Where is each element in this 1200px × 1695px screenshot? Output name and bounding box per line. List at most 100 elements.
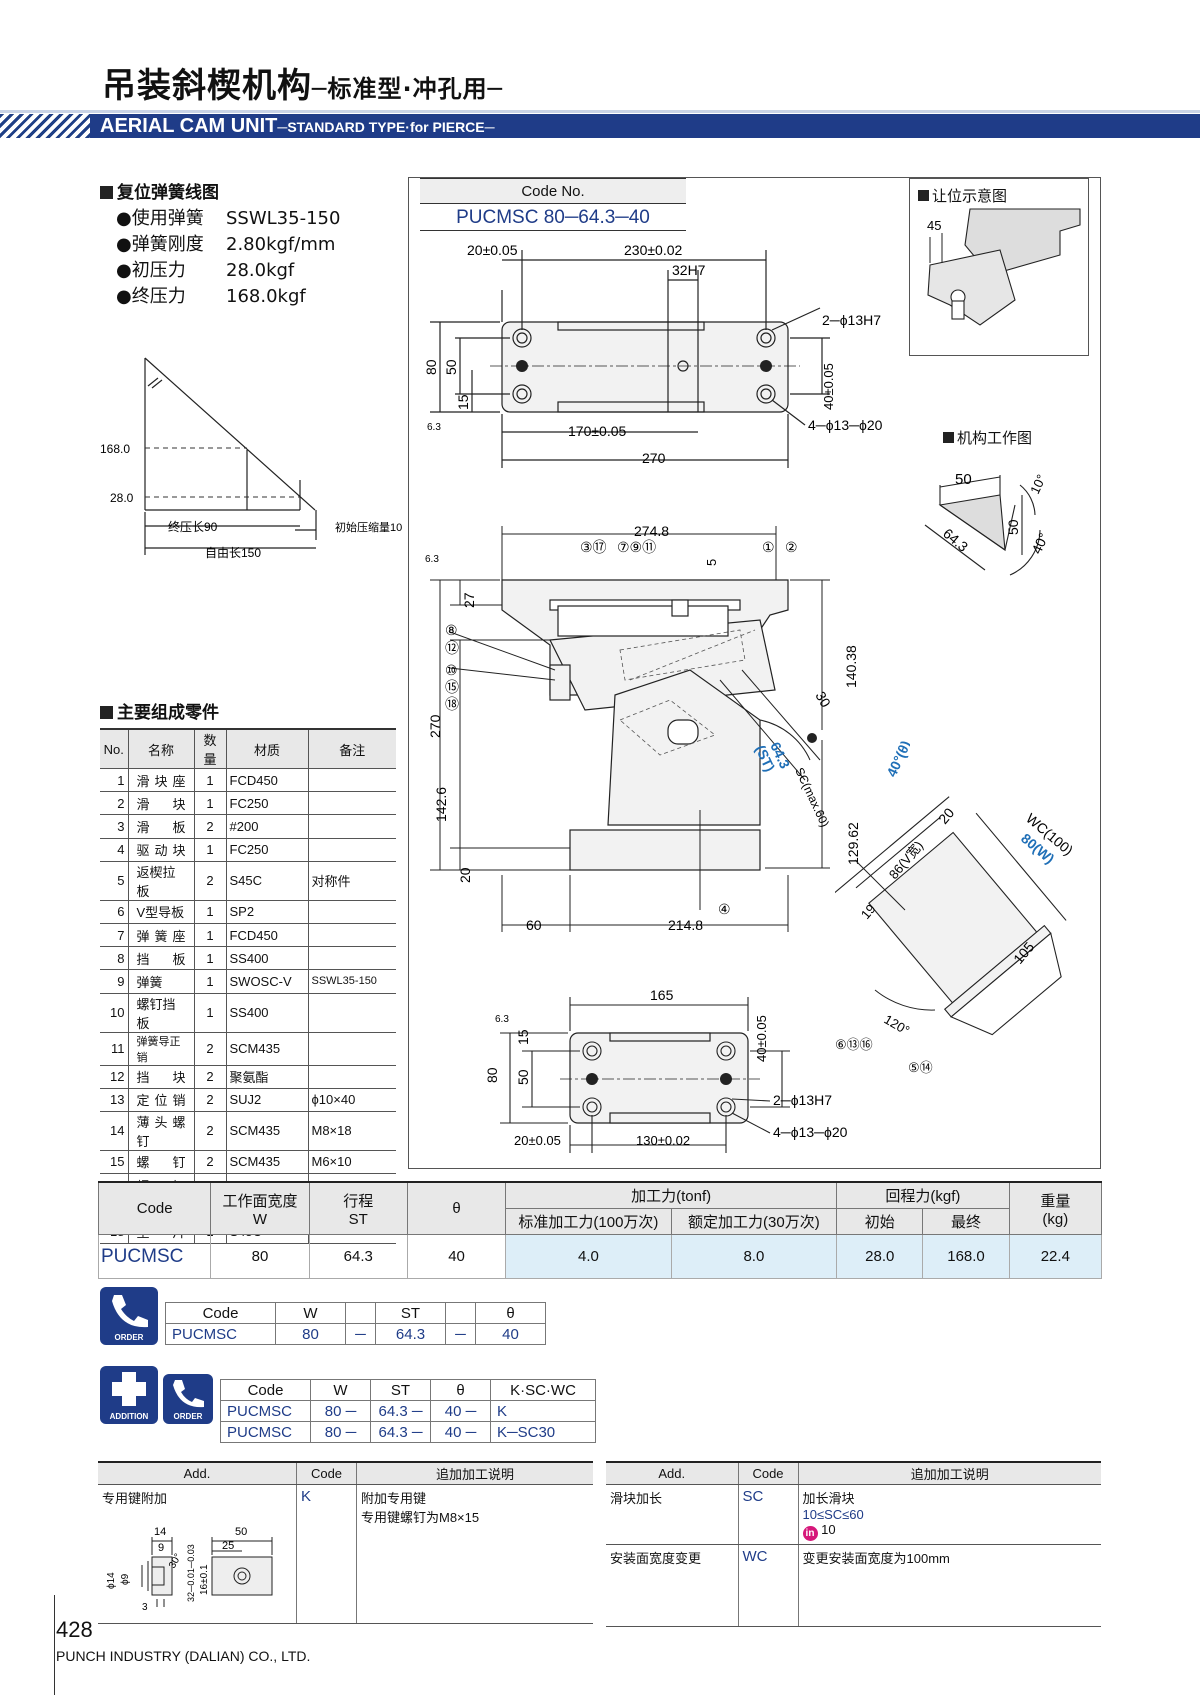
svg-text:270: 270 bbox=[427, 714, 443, 738]
svg-text:6.3: 6.3 bbox=[425, 554, 439, 565]
svg-text:10°: 10° bbox=[1027, 472, 1049, 496]
add-left-header: Add. Code 追加加工说明 bbox=[98, 1461, 593, 1485]
svg-text:9: 9 bbox=[158, 1542, 164, 1554]
add-right-row-sc: 滑块加长 SC 加长滑块 10≤SC≤60 in 10 bbox=[606, 1484, 1101, 1545]
svg-text:270: 270 bbox=[642, 450, 666, 466]
svg-text:165: 165 bbox=[650, 987, 674, 1003]
graph-y-168: 168.0 bbox=[100, 442, 130, 456]
svg-text:40±0.05: 40±0.05 bbox=[821, 363, 836, 410]
add-option-table-left: Add. Code 追加加工说明 专用键附加 bbox=[98, 1461, 593, 1624]
spec-subheader-row: 标准加工力(100万次) 额定加工力(30万次) 初始 最终 bbox=[99, 1208, 1102, 1235]
spec-data-row: PUCMSC 80 64.3 40 4.0 8.0 28.0 168.0 22.… bbox=[97, 1234, 1103, 1279]
svg-text:6.3: 6.3 bbox=[495, 1014, 509, 1025]
page-title: 吊装斜楔机构─标准型·冲孔用─ bbox=[102, 66, 504, 106]
order-data-row: PUCMSC 80 ─ 64.3 ─ 40 bbox=[165, 1323, 546, 1345]
addition-row: PUCMSC 80 ─ 64.3 ─ 40 ─ K─SC30 bbox=[220, 1421, 596, 1443]
addition-badge: ADDITION bbox=[100, 1366, 158, 1424]
svg-text:32─0.01─0.03: 32─0.01─0.03 bbox=[186, 1544, 196, 1602]
graph-x-final-length: 终压长90 bbox=[168, 519, 218, 534]
svg-text:6.3: 6.3 bbox=[427, 422, 441, 433]
page-subtitle: ─标准型·冲孔用─ bbox=[312, 75, 504, 103]
spec-code: PUCMSC bbox=[97, 1234, 212, 1279]
bottom-view-drawing: 165 80 50 15 40±0.05 2─ϕ13H7 4─ϕ13─ϕ20 2… bbox=[484, 987, 848, 1153]
svg-text:230±0.02: 230±0.02 bbox=[624, 242, 683, 258]
add-right-row-wc: 安装面宽度变更 WC 变更安装面宽度为100mm bbox=[606, 1544, 1101, 1627]
svg-text:20: 20 bbox=[457, 867, 473, 883]
svg-text:50: 50 bbox=[443, 359, 459, 375]
svg-text:SC(max.60): SC(max.60) bbox=[792, 765, 832, 829]
addition-header-row: Code W ST θ K·SC·WC bbox=[220, 1379, 596, 1401]
parts-header-row: No.名称数量材质备注 bbox=[100, 728, 396, 769]
page-number: 428 bbox=[56, 1617, 93, 1642]
code-number-header: Code No. bbox=[420, 178, 686, 204]
add-left-row-key: 专用键附加 bbox=[98, 1484, 593, 1624]
svg-text:130±0.02: 130±0.02 bbox=[636, 1133, 690, 1148]
add-key-desc: 附加专用键 bbox=[361, 1491, 427, 1506]
svg-text:50: 50 bbox=[955, 471, 972, 488]
top-view-drawing: 20±0.05 230±0.02 32H7 2─ϕ13H7 80 50 15 4… bbox=[423, 242, 883, 468]
inch-badge-icon: in bbox=[802, 1526, 818, 1541]
phone-icon bbox=[112, 1295, 148, 1328]
svg-text:274.8: 274.8 bbox=[634, 523, 669, 539]
svg-text:②: ② bbox=[785, 539, 798, 555]
svg-text:⑥⑬⑯: ⑥⑬⑯ bbox=[835, 1037, 873, 1052]
svg-text:50: 50 bbox=[235, 1526, 247, 1538]
company-name: PUNCH INDUSTRY (DALIAN) CO., LTD. bbox=[56, 1648, 311, 1664]
order-header-row: Code W ST θ bbox=[165, 1302, 546, 1324]
graph-x-initial-compression: 初始压缩量10 bbox=[335, 520, 402, 534]
add-key-name: 专用键附加 bbox=[102, 1491, 168, 1506]
clearance-diagram-title: 让位示意图 bbox=[918, 185, 1007, 206]
svg-text:15: 15 bbox=[515, 1029, 531, 1045]
svg-text:50: 50 bbox=[1005, 519, 1021, 535]
addition-row: PUCMSC 80 ─ 64.3 ─ 40 ─ K bbox=[220, 1400, 596, 1422]
svg-text:129.62: 129.62 bbox=[845, 822, 861, 865]
svg-text:64.3: 64.3 bbox=[940, 525, 971, 555]
svg-text:⑩: ⑩ bbox=[445, 662, 458, 678]
svg-text:40°: 40° bbox=[1028, 530, 1051, 556]
plus-icon bbox=[112, 1372, 146, 1406]
order-table: Code W ST θ PUCMSC 80 ─ 64.3 ─ 40 bbox=[165, 1302, 546, 1345]
svg-text:15: 15 bbox=[455, 394, 471, 410]
svg-text:2─ϕ13H7: 2─ϕ13H7 bbox=[822, 312, 881, 328]
key-drawing: 14 9 50 25 30° ϕ14 ϕ9 32─0.01─0.03 16±0.… bbox=[106, 1526, 273, 1613]
svg-text:⑫: ⑫ bbox=[445, 640, 459, 656]
svg-text:20±0.05: 20±0.05 bbox=[467, 242, 518, 258]
work-diagram-title: 机构工作图 bbox=[943, 427, 1032, 448]
side-view-drawing: 274.8 5 27 140.38 30 270 64.3 (ST) SC(ma… bbox=[425, 523, 910, 933]
svg-text:③⑰: ③⑰ bbox=[580, 539, 607, 555]
svg-text:120°: 120° bbox=[882, 1012, 913, 1038]
graph-y-28: 28.0 bbox=[110, 491, 134, 505]
code-number-box: Code No. PUCMSC 80─64.3─40 bbox=[420, 178, 686, 231]
svg-text:2─ϕ13H7: 2─ϕ13H7 bbox=[773, 1092, 832, 1108]
svg-text:4─ϕ13─ϕ20: 4─ϕ13─ϕ20 bbox=[773, 1124, 848, 1140]
svg-text:32H7: 32H7 bbox=[672, 262, 706, 278]
svg-text:40°(θ): 40°(θ) bbox=[883, 738, 910, 779]
svg-text:140.38: 140.38 bbox=[843, 645, 859, 688]
svg-text:14: 14 bbox=[154, 1526, 166, 1538]
addition-order-table: Code W ST θ K·SC·WC PUCMSC 80 ─ 64.3 ─ 4… bbox=[220, 1379, 596, 1443]
order-badge: ORDER bbox=[100, 1287, 158, 1345]
graph-x-free-length: 自由长150 bbox=[205, 546, 261, 560]
wedge-detail-drawing: WC(100) 80(W) 20 86(V宽) 19 105 120° ⑥⑬⑯ … bbox=[835, 796, 1076, 1075]
add-key-desc: 专用键螺钉为M8×15 bbox=[361, 1510, 480, 1525]
clearance-diagram: 让位示意图 45 bbox=[909, 178, 1089, 356]
svg-text:20±0.05: 20±0.05 bbox=[514, 1133, 561, 1148]
svg-text:30: 30 bbox=[812, 689, 834, 711]
parts-section-title: 主要组成零件 bbox=[100, 698, 219, 723]
